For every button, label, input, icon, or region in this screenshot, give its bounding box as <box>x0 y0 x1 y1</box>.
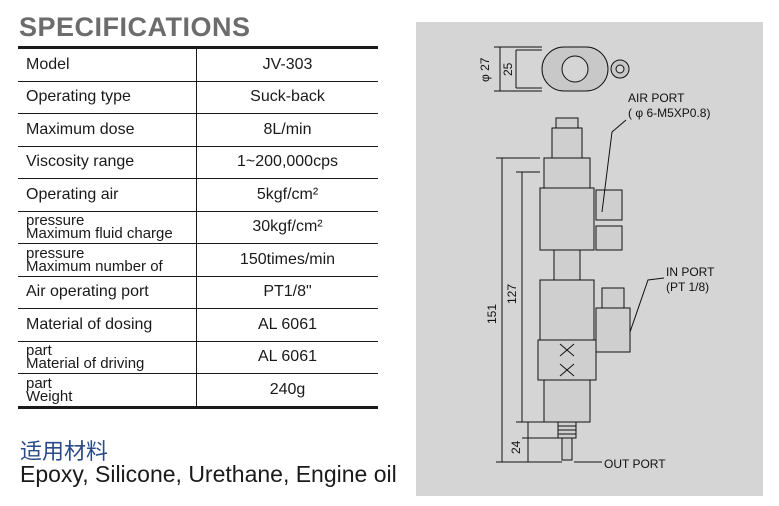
air-fitting-top <box>551 127 583 159</box>
lower-body <box>543 379 591 423</box>
coupler <box>553 249 581 281</box>
in-port-fitting <box>601 287 625 309</box>
table-row: Air operating port PT1/8" <box>18 276 378 309</box>
dim-phi27: φ 27 <box>478 57 492 82</box>
top-view-bore <box>561 55 589 83</box>
spec-label: Air operating port <box>18 276 197 309</box>
spec-label-line: pressure <box>26 244 85 262</box>
cylinder-cap <box>543 157 591 189</box>
spec-label-line: Material of driving <box>26 355 145 373</box>
dim-25: 25 <box>501 62 515 76</box>
spec-value: AL 6061 <box>196 308 378 342</box>
spec-label-line: pressure <box>26 212 85 230</box>
spec-label: Maximum dose <box>18 113 197 147</box>
spec-value: JV-303 <box>196 46 378 82</box>
dim-127: 127 <box>505 284 519 304</box>
spec-value: 150times/min <box>196 243 378 277</box>
spec-value: 240g <box>196 373 378 409</box>
spec-value: 5kgf/cm² <box>196 178 378 212</box>
spec-label-line: part <box>26 374 52 392</box>
spec-value: 1~200,000cps <box>196 146 378 179</box>
air-port-spec: ( φ 6-M5XP0.8) <box>628 106 710 120</box>
spec-value: Suck-back <box>196 81 378 114</box>
fluid-chamber <box>539 279 595 341</box>
spec-label: Operating air <box>18 178 197 212</box>
hex-nut <box>537 339 597 381</box>
in-port-label: IN PORT <box>666 265 715 279</box>
applications-title: 适用材料 <box>20 439 109 464</box>
dim-24: 24 <box>509 440 523 454</box>
technical-drawing: φ 27 25 AIR PORT ( φ 6-M5XP0.8) IN PORT … <box>478 46 715 471</box>
dispenser-diagram: φ 27 25 AIR PORT ( φ 6-M5XP0.8) IN PORT … <box>416 22 763 496</box>
table-row: Material of dosing AL 6061 <box>18 308 378 342</box>
applications-text: Epoxy, Silicone, Urethane, Engine oil <box>20 461 397 487</box>
spec-label-line: Maximum number of <box>26 257 163 275</box>
spec-label: Viscosity range <box>18 146 197 179</box>
out-port-label: OUT PORT <box>604 457 666 471</box>
spec-label: Model <box>18 46 197 82</box>
dim-151: 151 <box>485 304 499 324</box>
page-title: SPECIFICATIONS <box>19 12 251 42</box>
spec-label: Operating type <box>18 81 197 114</box>
air-port-label: AIR PORT <box>628 91 685 105</box>
table-row: Operating type Suck-back <box>18 81 378 114</box>
spec-value: PT1/8" <box>196 276 378 309</box>
spec-value: AL 6061 <box>196 341 378 374</box>
spec-label: Material of dosing <box>18 308 197 342</box>
table-row: Viscosity range 1~200,000cps <box>18 146 378 179</box>
air-fitting-side <box>595 189 623 221</box>
nozzle-tip <box>561 437 573 461</box>
table-row: Maximum dose 8L/min <box>18 113 378 147</box>
spec-label-line: part <box>26 342 52 360</box>
cylinder-body <box>539 187 595 251</box>
spec-value: 8L/min <box>196 113 378 147</box>
table-row: Model JV-303 <box>18 46 378 82</box>
in-port-spec: (PT 1/8) <box>666 280 709 294</box>
spec-label-line: Maximum fluid charge <box>26 225 173 243</box>
spec-value: 30kgf/cm² <box>196 211 378 244</box>
spec-table: Model JV-303 Operating type Suck-back Ma… <box>18 46 378 409</box>
table-row: Operating air 5kgf/cm² <box>18 178 378 212</box>
spec-label-line: Weight <box>26 387 73 405</box>
